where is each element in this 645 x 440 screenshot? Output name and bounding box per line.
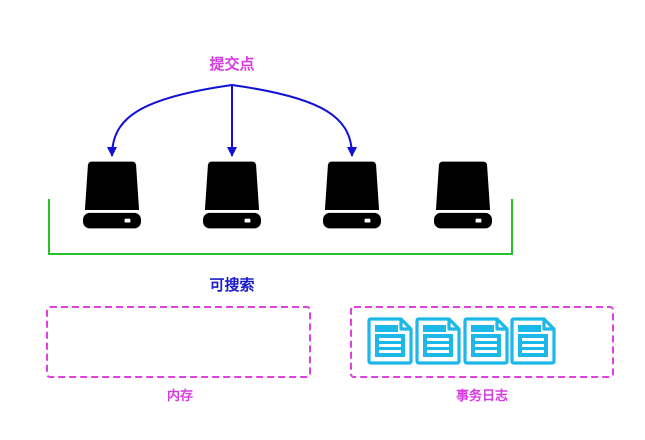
commit-arrow-left <box>107 84 233 157</box>
log-document-icon <box>415 317 461 365</box>
searchable-bracket <box>48 199 513 255</box>
segment-disk-icon <box>323 161 381 229</box>
log-document-icon <box>367 317 413 365</box>
log-document-icon <box>510 317 556 365</box>
commit-arrow-right <box>231 84 357 157</box>
searchable-label: 可搜索 <box>209 276 254 294</box>
segment-disk-icon <box>83 161 141 229</box>
memory-buffer-box <box>46 306 311 378</box>
segment-disk-icon <box>203 161 261 229</box>
segment-disk-icon <box>434 161 492 229</box>
memory-label: 内存 <box>167 388 193 404</box>
commit-point-label: 提交点 <box>209 55 254 73</box>
log-document-icon <box>463 317 509 365</box>
transaction-log-box <box>350 306 614 378</box>
transaction-log-label: 事务日志 <box>456 388 508 404</box>
